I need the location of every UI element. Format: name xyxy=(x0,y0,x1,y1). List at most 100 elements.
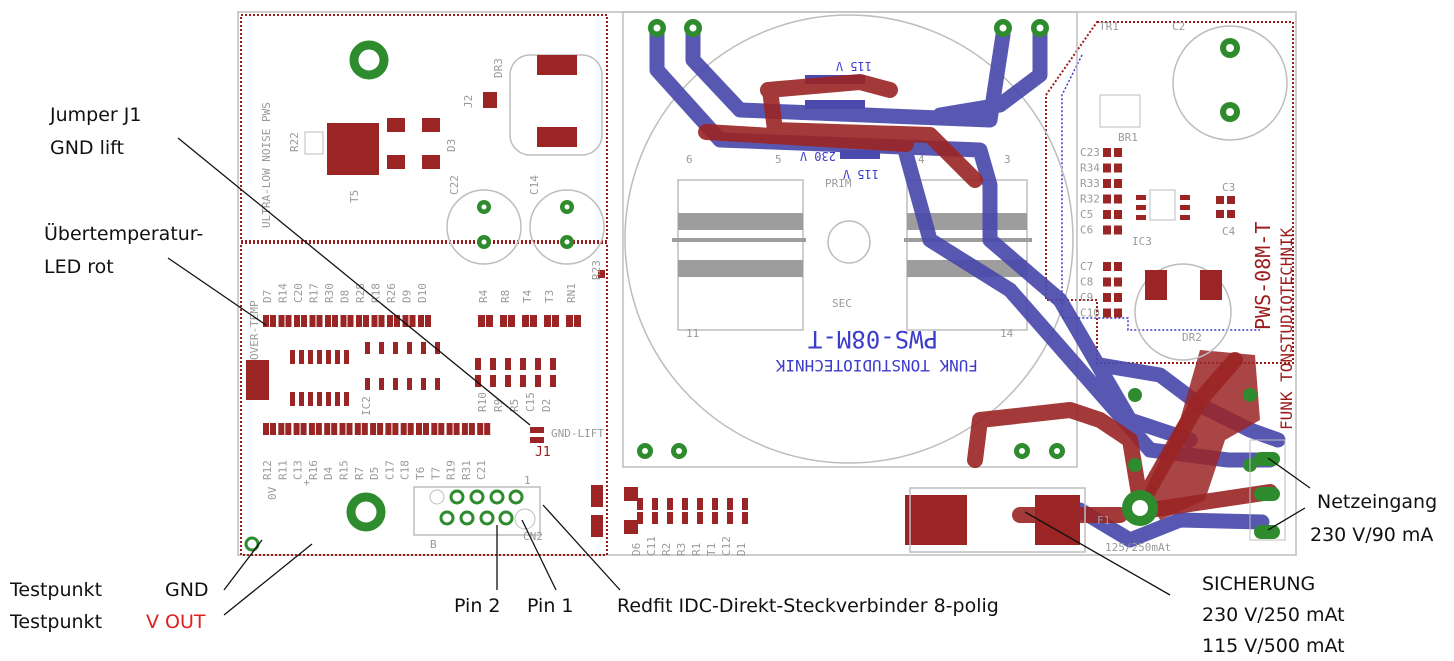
bottom-row-label: C18 xyxy=(399,460,412,480)
voltage-115-mid: 115 V xyxy=(843,167,879,181)
bottom-row-label: R11 xyxy=(276,460,289,480)
r-mid-label: R5 xyxy=(508,399,521,412)
brand-vertical-company: FUNK TONSTUDIOTECHNIK xyxy=(1277,227,1296,430)
label-redfit: Redfit IDC-Direkt-Steckverbinder 8-polig xyxy=(617,595,999,617)
f1-label: F1 xyxy=(1097,514,1110,527)
bottom-row-label: C17 xyxy=(383,460,396,480)
c22-label: C22 xyxy=(448,175,461,195)
label-gnd: GND xyxy=(165,579,209,601)
r-mid-label: D2 xyxy=(540,399,553,412)
fuse-rating-label: 125/250mAt xyxy=(1105,541,1171,554)
gnd-lift-label: GND-LIFT xyxy=(551,427,604,440)
b-label: B xyxy=(430,538,437,551)
bot-mid-label: D6 xyxy=(630,543,643,556)
blue-traces xyxy=(649,22,1286,548)
d3-label: D3 xyxy=(445,139,458,152)
label-netzeingang-line1: Netzeingang xyxy=(1317,491,1438,513)
j1-label: J1 xyxy=(535,445,551,460)
right-col-label: R32 xyxy=(1080,193,1100,206)
bottom-row-label: C13 xyxy=(292,460,305,480)
pin-6-label: 6 xyxy=(686,153,693,166)
bottom-row-label: T6 xyxy=(414,467,427,480)
top-row-label: R14 xyxy=(277,283,290,303)
right-col-label: C6 xyxy=(1080,224,1093,237)
label-netzeingang-line2: 230 V/90 mA xyxy=(1310,524,1434,546)
bottom-row-label: R12 xyxy=(261,460,274,480)
label-sicherung-line1: SICHERUNG xyxy=(1202,573,1316,595)
label-led-line2: LED rot xyxy=(44,256,114,278)
sec-label: SEC xyxy=(832,297,852,310)
pin-4-label: 4 xyxy=(918,153,925,166)
ic2-label: IC2 xyxy=(360,396,373,416)
over-temp-label: OVER-TEMP xyxy=(248,300,261,360)
right-col-label: C10 xyxy=(1080,307,1100,320)
label-led-line1: Übertemperatur- xyxy=(44,223,204,245)
pin-5-label: 5 xyxy=(775,153,782,166)
ic3-label: IC3 xyxy=(1132,235,1152,248)
bottom-row-label: D4 xyxy=(322,466,335,480)
top-row-label: R18 xyxy=(370,283,383,303)
zero-v-label: 0V xyxy=(266,486,279,500)
row2-label: R8 xyxy=(499,290,512,303)
bot-mid-label: R2 xyxy=(660,543,673,556)
ultra-low-noise-label: ULTRA-LOW NOISE PWS xyxy=(260,102,273,228)
top-row-label: C20 xyxy=(292,283,305,303)
blue-dotted-outline xyxy=(1061,54,1260,331)
r22-label: R22 xyxy=(288,132,301,152)
label-sicherung-line3: 115 V/500 mAt xyxy=(1202,635,1345,657)
c4-label: C4 xyxy=(1222,225,1236,238)
r23-label: R23 xyxy=(590,260,603,280)
label-pin1: Pin 1 xyxy=(527,595,574,617)
pin-3-label: 3 xyxy=(1004,153,1011,166)
label-jumper-line2: GND lift xyxy=(50,137,124,159)
right-col-label: R34 xyxy=(1080,162,1100,175)
r-mid-label: R9 xyxy=(492,399,505,412)
label-jumper-line1: Jumper J1 xyxy=(50,104,142,126)
idc-pins xyxy=(439,489,524,526)
voltage-230: 230 V xyxy=(800,149,836,163)
test-points xyxy=(244,536,260,552)
row2-label: T4 xyxy=(521,289,534,303)
brand-vertical-label: PWS-08M-T xyxy=(1251,222,1275,330)
right-col-label: C8 xyxy=(1080,276,1093,289)
mains-connector xyxy=(1249,439,1286,541)
smd-pads xyxy=(263,148,1235,537)
label-testpunkt-1: Testpunkt xyxy=(10,579,103,601)
right-col-label: C5 xyxy=(1080,208,1093,221)
top-row-label: D8 xyxy=(339,290,352,303)
dr3-label: DR3 xyxy=(492,58,505,78)
bottom-row-label: R16 xyxy=(307,460,320,480)
top-row-label: R28 xyxy=(354,283,367,303)
c3-label: C3 xyxy=(1222,181,1235,194)
bottom-row-label: D5 xyxy=(368,467,381,480)
top-row-label: R26 xyxy=(385,283,398,303)
bot-mid-label: R3 xyxy=(675,543,688,556)
pad-holes xyxy=(642,24,1148,516)
plus-label: + xyxy=(300,479,313,486)
bot-mid-label: T1 xyxy=(705,543,718,556)
j2-label: J2 xyxy=(462,95,475,108)
t5-label: T5 xyxy=(348,190,361,203)
label-testpunkt-2: Testpunkt xyxy=(10,611,103,633)
c2-label: C2 xyxy=(1172,20,1185,33)
prim-label: PRIM xyxy=(825,177,852,190)
trafo-company: FUNK TONSTUDIOTECHNIK xyxy=(775,356,978,375)
bot-mid-label: C12 xyxy=(720,536,733,556)
tr1-label: TR1 xyxy=(1099,20,1119,33)
electrolytic-caps xyxy=(446,25,1288,361)
right-col-label: C9 xyxy=(1080,291,1093,304)
right-col-label: C23 xyxy=(1080,146,1100,159)
row2-label: R4 xyxy=(477,289,490,303)
r-mid-label: C15 xyxy=(524,392,537,412)
right-col-label: C7 xyxy=(1080,260,1093,273)
voltage-115-top: 115 V xyxy=(836,59,872,73)
top-row-label: R17 xyxy=(308,283,321,303)
label-pin2: Pin 2 xyxy=(454,595,501,617)
dr2-label: DR2 xyxy=(1182,331,1202,344)
bot-mid-label: C11 xyxy=(645,536,658,556)
